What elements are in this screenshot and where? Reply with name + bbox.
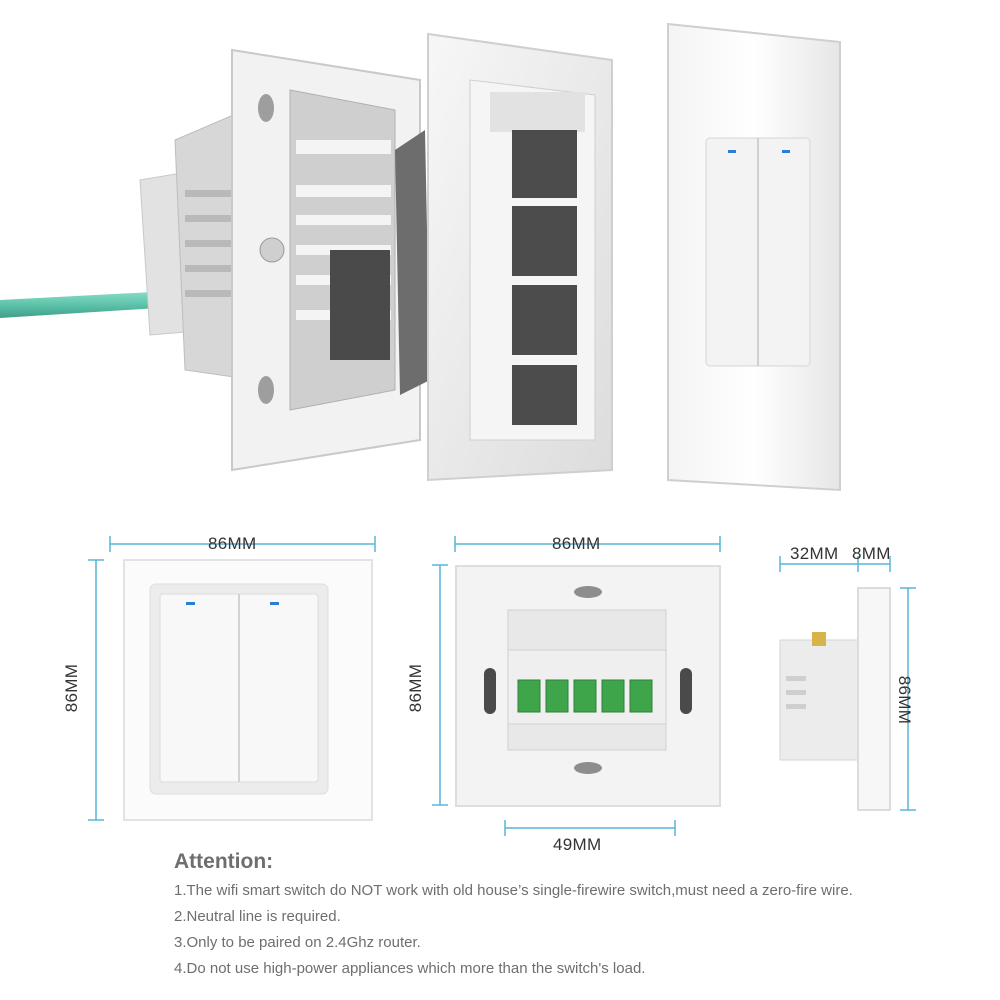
side-height-label: 86MM <box>895 675 915 725</box>
back-width-label: 86MM <box>552 534 601 553</box>
attention-title: Attention: <box>174 850 274 873</box>
attention-item: 1.The wifi smart switch do NOT work with… <box>174 882 853 899</box>
attention-item: 3.Only to be paired on 2.4Ghz router. <box>174 934 421 951</box>
cable-wire <box>0 290 190 318</box>
attention-item: 4.Do not use high-power appliances which… <box>174 960 646 977</box>
front-width-label: 86MM <box>208 534 257 553</box>
led-indicator-icon <box>270 602 279 605</box>
glass-front-panel <box>667 22 841 492</box>
front-height-label: 86MM <box>62 663 82 713</box>
dimension-drawings <box>88 536 916 836</box>
side-depth-body-label: 32MM <box>790 544 839 563</box>
dimension-lines <box>88 536 916 836</box>
side-depth-panel-label: 8MM <box>852 544 891 563</box>
back-inner-width-label: 49MM <box>553 835 602 854</box>
mounting-frame <box>231 48 421 472</box>
rocker-mechanism <box>395 130 430 395</box>
exploded-assembly-illustration <box>0 22 841 492</box>
attention-item: 2.Neutral line is required. <box>174 908 341 925</box>
decorative-frame <box>427 32 613 482</box>
front-view-switch <box>123 559 373 821</box>
side-view-switch <box>779 587 891 811</box>
attention-notes: Attention: 1.The wifi smart switch do NO… <box>174 850 974 982</box>
back-height-label: 86MM <box>406 663 426 713</box>
back-view-switch <box>455 565 721 807</box>
led-indicator-icon <box>186 602 195 605</box>
